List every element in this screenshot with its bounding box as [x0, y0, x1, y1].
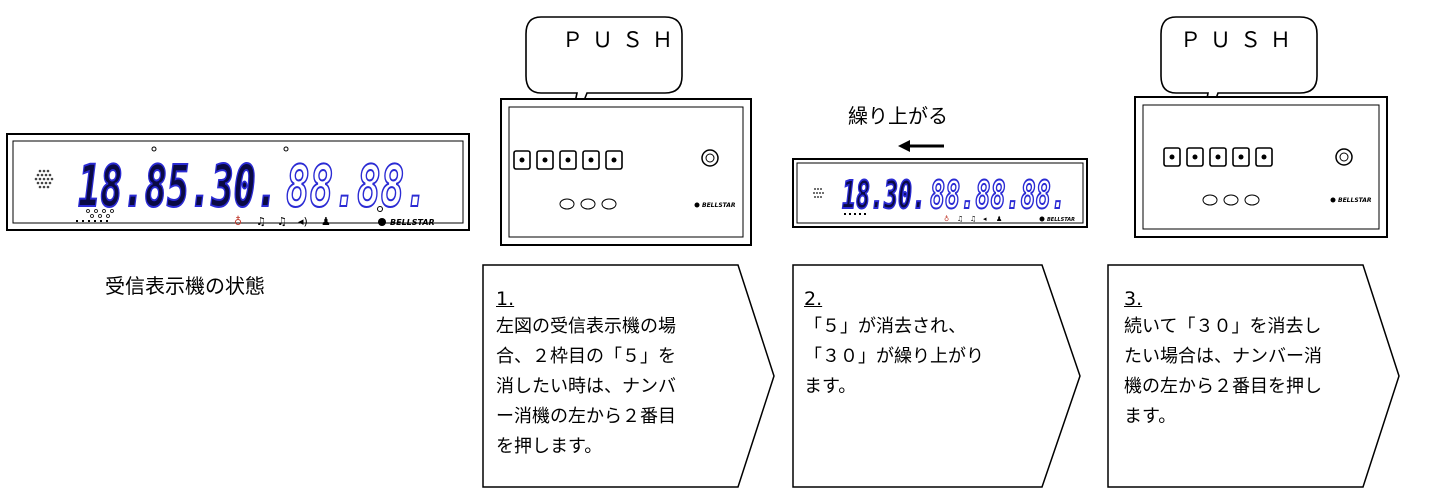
step-box-1-shape: [482, 264, 775, 488]
speaker-grille-icon: [34, 169, 54, 189]
step-text-line: ー消機の左から２番目: [496, 406, 676, 427]
small-indicator-icons: ♁ ♫ ♫ ◂ ♟: [944, 215, 1002, 223]
step-text-line: 合、２枠目の「５」を: [496, 346, 676, 367]
step-1: 1. 左図の受信表示機の場 合、２枠目の「５」を 消したい時は、ナンバ ー消機の…: [496, 288, 676, 462]
svg-text:♫: ♫: [256, 215, 266, 228]
step-text-line: ます。: [1124, 406, 1177, 427]
shift-label: 繰り上がる: [848, 104, 948, 128]
small-display-digits-outline: 88.88.88.: [930, 173, 1066, 217]
bellstar-logo-icon: [378, 218, 386, 226]
panel-brand-2: BELLSTAR: [1338, 197, 1372, 204]
step-box-2-shape: [792, 264, 1081, 488]
push-label-2: ＰＵＳＨ: [1180, 28, 1300, 52]
step-number: 1.: [496, 288, 515, 310]
small-display-logo-icon: [1039, 216, 1045, 222]
step-text-line: ます。: [804, 376, 857, 397]
svg-text:♁: ♁: [234, 215, 242, 228]
key-switch-icon-2: [1335, 148, 1353, 166]
shift-arrow-icon: [898, 140, 944, 152]
step-text-line: 続いて「３０」を消去し: [1124, 316, 1322, 337]
step-2: 2. 「５」が消去され、 「３０」が繰り上がり ます。: [804, 288, 984, 402]
step-text-line: 消したい時は、ナンバ: [496, 376, 676, 397]
small-display-brand: BELLSTAR: [1047, 217, 1075, 223]
svg-text:♟: ♟: [996, 215, 1002, 223]
step-text-line: 左図の受信表示機の場: [496, 316, 676, 337]
svg-text:♁: ♁: [944, 215, 949, 223]
indicator-icons: ♁ ♫ ♫ ◂) ♟: [234, 215, 331, 228]
main-display-digits-outline: 88.88.: [286, 152, 428, 220]
svg-text:♫: ♫: [970, 215, 976, 223]
push-label-1: ＰＵＳＨ: [562, 28, 682, 52]
panel-logo-icon-1: [694, 202, 700, 208]
key-switch-icon: [701, 149, 719, 167]
step-text-line: を押します。: [496, 436, 603, 457]
small-speaker-icon: [813, 188, 824, 198]
svg-text:♫: ♫: [957, 215, 963, 223]
svg-text:◂: ◂: [983, 215, 987, 223]
main-display-brand: BELLSTAR: [390, 218, 435, 227]
step-3: 3. 続いて「３０」を消去し たい場合は、ナンバー消 機の左から２番目を押し ま…: [1124, 288, 1322, 432]
svg-text:♟: ♟: [321, 215, 331, 228]
small-display-digits-solid: 18.30.: [842, 173, 926, 217]
step-text-line: 機の左から２番目を押し: [1124, 376, 1322, 397]
clear-panel-2: BELLSTAR: [1134, 96, 1388, 238]
display-caption: 受信表示機の状態: [105, 274, 265, 298]
step-number: 2.: [804, 288, 823, 310]
step-text-line: たい場合は、ナンバー消: [1124, 346, 1322, 367]
panel-logo-icon-2: [1330, 197, 1336, 203]
main-display: 18.85.30. 88.88. ♁ ♫ ♫ ◂) ♟ BELLSTAR: [6, 133, 470, 231]
clear-panel-1: BELLSTAR: [500, 98, 752, 246]
step-text-line: 「３０」が繰り上がり: [804, 346, 984, 367]
small-display: 18.30. 88.88.88. ♁ ♫ ♫ ◂ ♟ BELLSTAR: [792, 158, 1088, 228]
main-display-digits-solid: 18.85.30.: [78, 152, 278, 220]
step-box-3-shape: [1107, 264, 1400, 488]
svg-text:◂): ◂): [298, 215, 308, 228]
panel-small-icons-1: [559, 198, 617, 210]
svg-text:♫: ♫: [277, 215, 287, 228]
step-number: 3.: [1124, 288, 1143, 310]
step-text-line: 「５」が消去され、: [804, 316, 967, 337]
panel-brand-1: BELLSTAR: [702, 202, 736, 209]
